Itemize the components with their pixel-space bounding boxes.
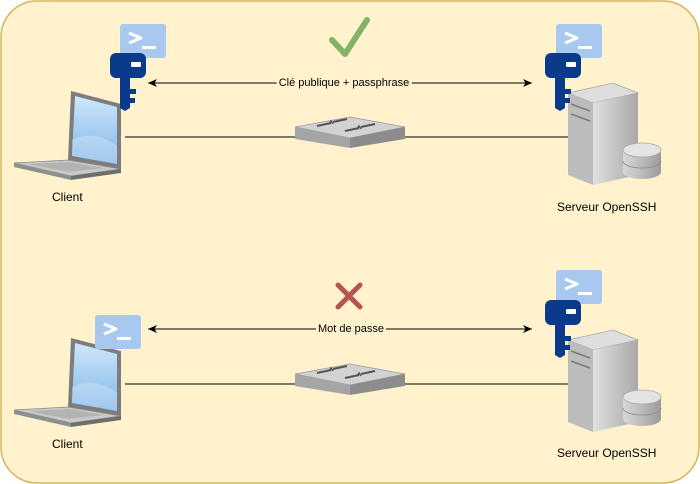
cross-icon [335, 282, 363, 310]
client-label: Client [52, 190, 83, 204]
check-icon [329, 17, 370, 57]
server-label: Serveur OpenSSH [557, 446, 657, 460]
terminal-icon [118, 22, 168, 60]
client-label: Client [52, 437, 83, 451]
server-label: Serveur OpenSSH [557, 200, 657, 214]
terminal-icon [554, 22, 604, 60]
terminal-icon [93, 313, 143, 351]
terminal-icon [554, 268, 604, 306]
auth-method-label: Clé publique + passphrase [276, 77, 412, 89]
auth-method-label: Mot de passe [315, 323, 387, 335]
